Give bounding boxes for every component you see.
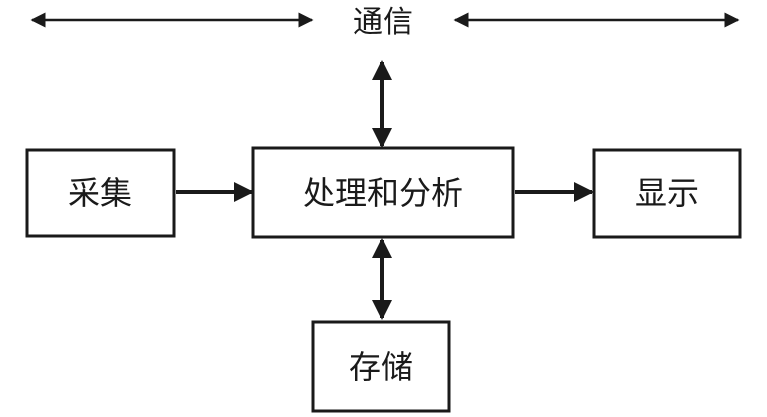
storage-label: 存储 — [349, 348, 413, 386]
processing-label: 处理和分析 — [303, 174, 463, 212]
storage-box — [311, 320, 451, 413]
display-node: 显示 — [592, 148, 742, 239]
acquisition-node: 采集 — [25, 148, 176, 238]
processing-box — [251, 146, 515, 239]
processing-node: 处理和分析 — [251, 146, 515, 239]
acquisition-label: 采集 — [68, 174, 132, 212]
acquisition-box — [25, 148, 176, 238]
display-box — [592, 148, 742, 239]
communication-label: 通信 — [353, 5, 413, 40]
storage-node: 存储 — [311, 320, 451, 413]
display-label: 显示 — [635, 174, 699, 212]
